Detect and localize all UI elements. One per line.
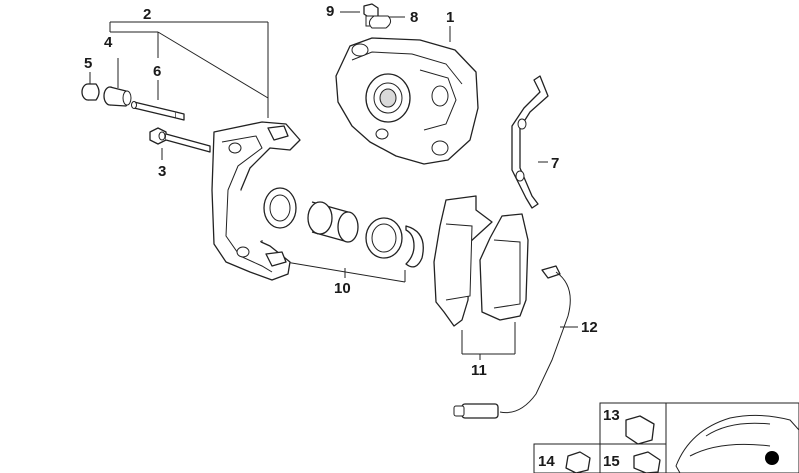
part-11-brake-pads — [433, 195, 529, 327]
callout-8: 8 — [410, 9, 418, 26]
part-5-cap — [81, 83, 100, 101]
callout-4: 4 — [104, 34, 113, 51]
part-3-bolt — [149, 127, 211, 153]
part-8-clip — [368, 15, 392, 29]
part-14-nut — [565, 451, 591, 473]
callout-3: 3 — [158, 163, 166, 180]
inset-boxes — [533, 402, 799, 473]
location-marker-dot — [765, 451, 779, 465]
leader-lines — [89, 11, 578, 360]
callout-13: 13 — [603, 407, 620, 424]
part-2-carrier-bracket — [211, 121, 301, 281]
callout-15: 15 — [603, 453, 620, 470]
callout-6: 6 — [153, 63, 161, 80]
callout-9: 9 — [326, 3, 334, 20]
part-15-clip — [633, 451, 661, 473]
callout-7: 7 — [551, 155, 559, 172]
part-1-caliper-housing — [335, 37, 479, 165]
callout-11: 11 — [471, 362, 487, 379]
part-4-guide-sleeve — [103, 86, 132, 107]
callout-14: 14 — [538, 453, 555, 470]
part-12-wear-sensor — [453, 265, 571, 419]
callout-2: 2 — [143, 6, 151, 23]
part-7-spring — [511, 75, 549, 209]
part-10-piston-kit — [263, 187, 424, 268]
callout-labels: 1 2 3 4 5 6 7 8 9 10 11 12 13 14 15 — [84, 3, 620, 470]
part-6-guide-pin — [131, 101, 185, 121]
callout-5: 5 — [84, 55, 92, 72]
part-13-clip — [625, 415, 655, 445]
callout-1: 1 — [446, 9, 454, 26]
callout-12: 12 — [581, 319, 598, 336]
callout-10: 10 — [334, 280, 351, 297]
